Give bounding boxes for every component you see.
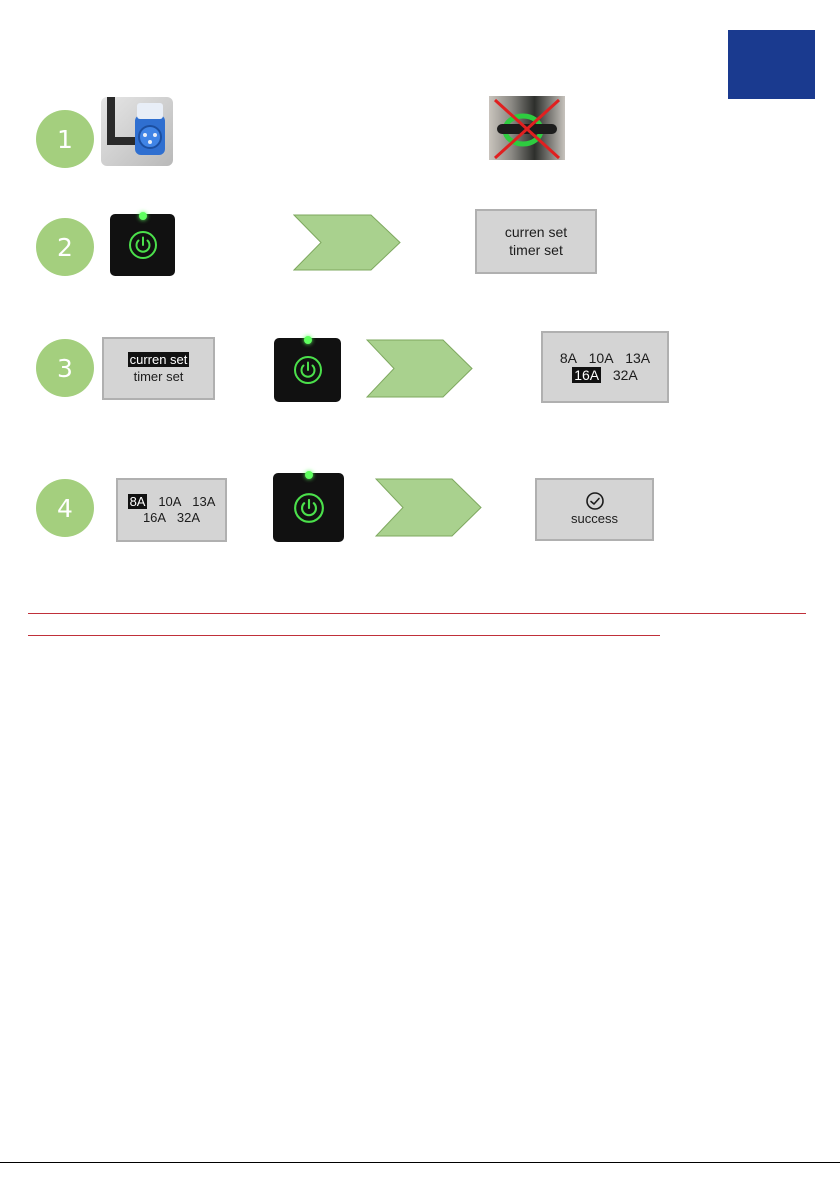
footer-rule (0, 1162, 840, 1163)
option-32a: 32A (177, 510, 200, 525)
power-icon (293, 492, 325, 524)
option-10a: 10A (589, 350, 614, 366)
chevron-arrow-icon (366, 339, 473, 398)
display-menu-selected: curren set timer set (102, 337, 215, 400)
step-1-number: 1 (57, 125, 73, 154)
step-3-badge: 3 (36, 339, 94, 397)
option-10a: 10A (158, 494, 181, 509)
option-8a-highlighted: 8A (128, 494, 148, 509)
step-2-badge: 2 (36, 218, 94, 276)
menu-timer-set: timer set (509, 242, 563, 260)
success-text: success (571, 511, 618, 527)
page-tab (728, 30, 815, 99)
option-16a: 16A (143, 510, 166, 525)
display-menu: curren set timer set (475, 209, 597, 274)
menu-current-set-highlighted: curren set (128, 352, 190, 367)
display-success: success (535, 478, 654, 541)
display-current-options: 8A 10A 13A 16A 32A (116, 478, 227, 542)
option-13a: 13A (625, 350, 650, 366)
menu-current-set: curren set (505, 224, 567, 242)
display-current-options: 8A 10A 13A 16A 32A (541, 331, 669, 403)
status-led (304, 336, 312, 344)
text-underline-rule (28, 635, 660, 636)
no-cable-icon (489, 96, 565, 160)
step-4-number: 4 (57, 494, 73, 523)
text-underline-rule (28, 613, 806, 614)
step-1-badge: 1 (36, 110, 94, 168)
status-led (139, 212, 147, 220)
power-icon (293, 355, 323, 385)
check-circle-icon (585, 491, 605, 511)
step-3-number: 3 (57, 354, 73, 383)
option-32a: 32A (613, 367, 638, 383)
option-16a-highlighted: 16A (572, 367, 601, 383)
menu-timer-set: timer set (134, 369, 184, 385)
power-button[interactable] (274, 338, 341, 402)
option-13a: 13A (192, 494, 215, 509)
chevron-arrow-icon (293, 214, 401, 271)
power-icon (128, 230, 158, 260)
power-button[interactable] (273, 473, 344, 542)
status-led (305, 471, 313, 479)
plug-icon (101, 97, 173, 166)
power-button[interactable] (110, 214, 175, 276)
chevron-arrow-icon (375, 478, 482, 537)
step-2-number: 2 (57, 233, 73, 262)
option-8a: 8A (560, 350, 577, 366)
step-4-badge: 4 (36, 479, 94, 537)
